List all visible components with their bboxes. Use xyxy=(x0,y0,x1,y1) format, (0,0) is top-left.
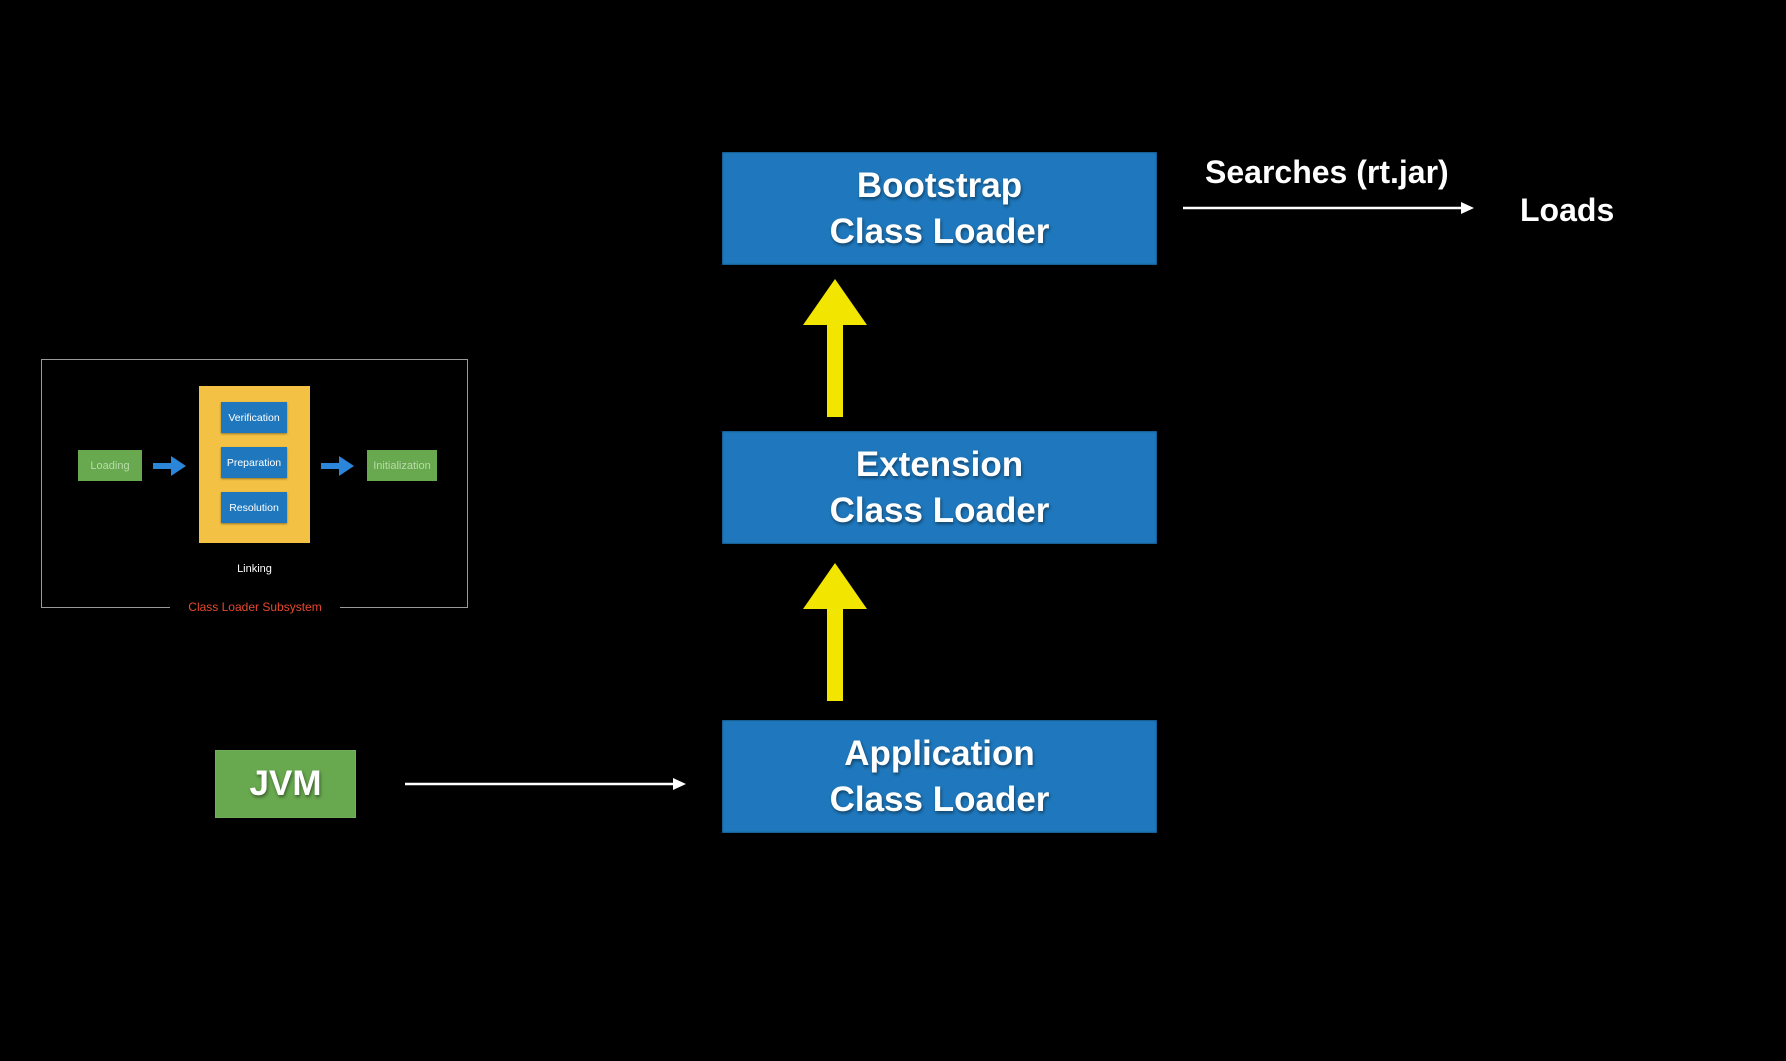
class-loader-subsystem-thumbnail: Loading Verification Preparation Resolut… xyxy=(41,359,468,614)
thumb-preparation-label: Preparation xyxy=(226,456,282,469)
thumb-resolution-label: Resolution xyxy=(229,501,279,514)
searches-to-loads-arrow-icon xyxy=(1183,202,1474,214)
loads-label: Loads xyxy=(1520,192,1615,228)
thumb-linking-label: Linking xyxy=(237,563,272,575)
extension-loader-title: Extension xyxy=(855,444,1024,484)
thumb-resolution-box: Resolution xyxy=(221,492,287,523)
jvm-box: JVM xyxy=(215,750,356,818)
thumb-verification-box: Verification xyxy=(221,402,287,433)
extension-loader-subtitle: Class Loader xyxy=(829,490,1050,530)
thumb-arrow-right-icon xyxy=(321,456,354,476)
application-loader-subtitle: Class Loader xyxy=(829,779,1050,819)
thumb-initialization-box: Initialization xyxy=(367,450,437,481)
thumb-initialization-label: Initialization xyxy=(373,459,431,472)
thumb-loading-box: Loading xyxy=(78,450,142,481)
application-class-loader-box: Application Class Loader xyxy=(722,720,1157,833)
searches-label: Searches (rt.jar) xyxy=(1205,154,1449,190)
jvm-label: JVM xyxy=(249,764,322,803)
delegation-arrow-up-icon xyxy=(803,279,867,417)
thumb-verification-label: Verification xyxy=(228,411,280,424)
bootstrap-class-loader-box: Bootstrap Class Loader xyxy=(722,152,1157,265)
thumb-arrow-right-icon xyxy=(153,456,186,476)
bootstrap-loader-title: Bootstrap xyxy=(856,165,1023,205)
bootstrap-loader-subtitle: Class Loader xyxy=(829,211,1050,251)
delegation-arrow-up-icon xyxy=(803,563,867,701)
jvm-to-application-arrow-icon xyxy=(405,778,686,790)
extension-class-loader-box: Extension Class Loader xyxy=(722,431,1157,544)
thumb-subsystem-title: Class Loader Subsystem xyxy=(170,600,340,614)
thumb-loading-label: Loading xyxy=(90,459,130,472)
application-loader-title: Application xyxy=(844,733,1035,773)
thumb-preparation-box: Preparation xyxy=(221,447,287,478)
thumb-linking-panel: Verification Preparation Resolution xyxy=(199,386,310,543)
